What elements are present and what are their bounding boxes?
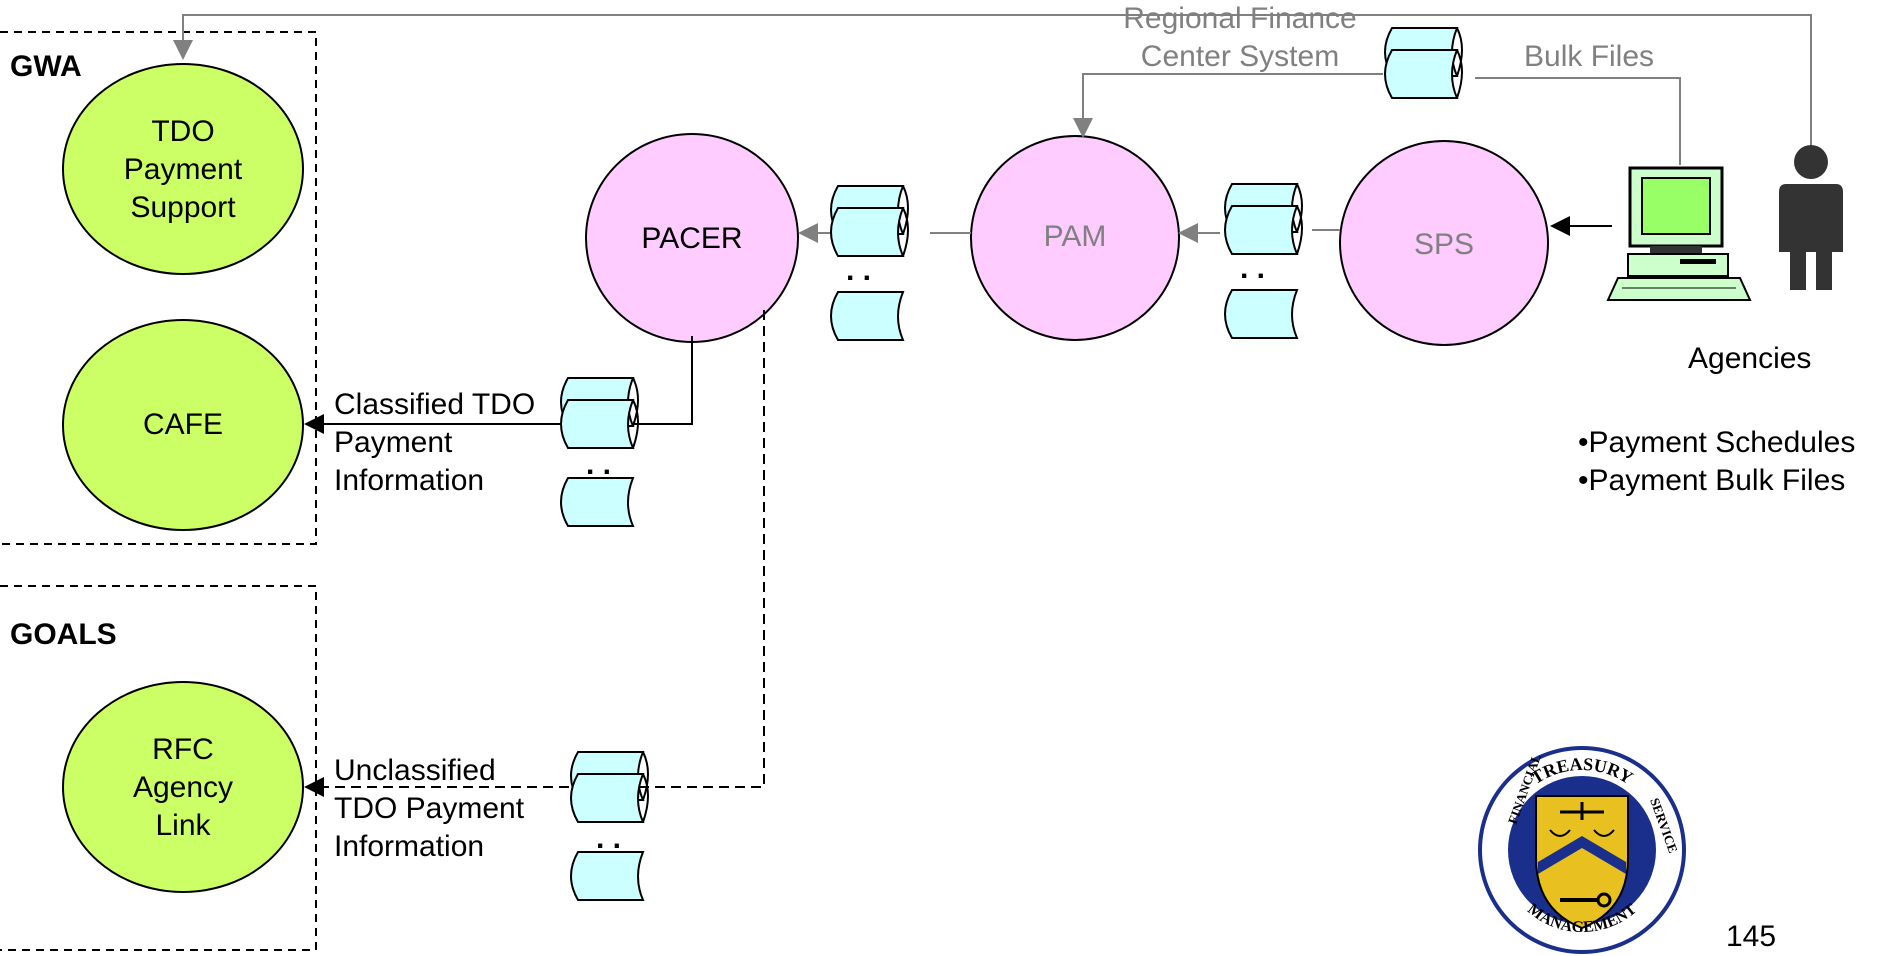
pam-pacer-ellipsis: . . [846,254,872,287]
sps-node[interactable] [1339,140,1549,346]
sps-pam-file-stack [1224,183,1303,255]
bulk-files-label: Bulk Files [1524,40,1655,73]
bullet-payment-bulk-files: •Payment Bulk Files [1578,464,1846,497]
gwa-group-box [0,31,317,545]
bulk-files-stack [1384,27,1463,99]
classified-ellipsis: . . [586,448,612,481]
tdo-payment-support-label: TDO Payment Support [123,115,243,224]
goals-group-box [0,585,317,951]
sps-to-pam-connector [1178,223,1340,243]
person-to-gwa-connector [173,14,1812,150]
cafe-label: CAFE [142,408,223,441]
sps-pam-file-single [1224,289,1298,339]
pacer-label: PACER [641,222,743,255]
sps-pam-ellipsis: . . [1240,252,1266,285]
gwa-group-title: GWA [10,50,82,83]
regional-finance-center-label: Regional Finance Center System [1123,2,1357,73]
pacer-to-rfc-connector [304,310,765,797]
unclassified-info-label: Unclassified TDO Payment Information [334,754,525,863]
agencies-label: Agencies [1688,342,1812,375]
page-number: 145 [1726,920,1777,953]
unclassified-ellipsis: . . [596,822,622,855]
person-icon [1779,145,1843,290]
treasury-fms-seal-icon: TREASURY MANAGEMENT FINANCIAL SERVICE [1478,746,1686,954]
agency-bullets: •Payment Schedules •Payment Bulk Files [1578,424,1855,500]
computer-icon [1606,166,1752,301]
cafe-node[interactable] [62,319,304,531]
classified-file-stack [560,377,639,449]
tdo-payment-support-node[interactable] [62,63,304,275]
bullet-payment-schedules: •Payment Schedules [1578,426,1856,459]
bulk-files-connector [1073,73,1681,165]
rfc-agency-link-label: RFC Agency Link [132,733,234,842]
sps-label: SPS [1413,228,1475,261]
pam-label: PAM [1043,220,1107,253]
rfc-agency-link-node[interactable] [62,681,304,893]
pam-pacer-file-stack [830,185,909,257]
classified-file-single [560,477,634,527]
classified-info-label: Classified TDO Payment Information [334,388,536,497]
unclassified-file-single [570,851,644,901]
goals-group-title: GOALS [10,618,117,651]
unclassified-file-stack [570,751,649,823]
pacer-to-cafe-connector [304,336,693,434]
pam-pacer-file-single [830,291,904,341]
